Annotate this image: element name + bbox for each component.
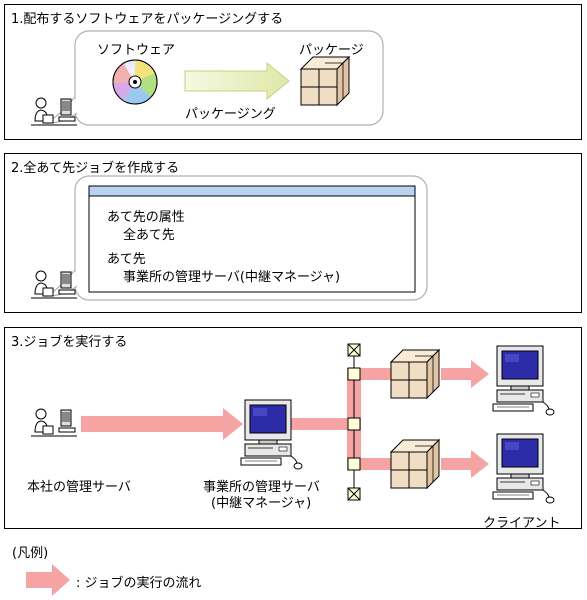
package-box-icon [300, 56, 350, 106]
client-label: クライアント [483, 516, 561, 531]
attr-value: 全あて先 [123, 228, 175, 243]
job-illustration [30, 175, 428, 301]
panel-execute-job: 3.ジョブを実行する 本社の管理サーバ 事業所の管理サーバ (中継マネージャ) … [4, 327, 582, 531]
hq-server-icon [30, 408, 78, 437]
flow-arrow-client-top [441, 360, 489, 388]
panel-title: 1.配布するソフトウェアをパッケージングする [11, 12, 284, 27]
packaging-label: パッケージング [185, 107, 276, 122]
dest-value: 事業所の管理サーバ(中継マネージャ) [123, 270, 341, 285]
junction-top [347, 367, 361, 381]
panel-packaging: 1.配布するソフトウェアをパッケージングする ソフトウェア パッケージ パッケー… [4, 4, 582, 140]
attr-label: あて先の属性 [107, 210, 185, 225]
hq-label: 本社の管理サーバ [27, 480, 131, 495]
junction-bottom [347, 457, 361, 471]
package-top-icon [390, 349, 440, 399]
flow-line-branch [291, 418, 353, 430]
branch-server-icon [240, 399, 303, 470]
junction-bottom-end [347, 487, 361, 501]
branch-label-line1: 事業所の管理サーバ [203, 480, 320, 495]
flow-arrow-client-bottom [441, 450, 489, 478]
junction-middle [347, 417, 361, 431]
window-title-bar [88, 185, 416, 197]
panel-title: 2.全あて先ジョブを作成する [11, 161, 180, 176]
client-bottom-icon [492, 433, 555, 504]
flow-branch-top [353, 368, 397, 380]
software-label: ソフトウェア [97, 43, 176, 58]
packaging-arrow [184, 61, 290, 101]
package-bottom-icon [390, 439, 440, 489]
panel-create-job: 2.全あて先ジョブを作成する あて先の属性 全あて先 あて先 事業所の管理サーバ… [4, 153, 582, 313]
dest-label: あて先 [107, 252, 146, 267]
legend-arrow-desc: : ジョブの実行の流れ [76, 576, 202, 591]
package-label: パッケージ [299, 43, 364, 58]
job-window [88, 185, 416, 293]
cd-icon [112, 59, 158, 105]
branch-label-line2: (中継マネージャ) [211, 496, 312, 511]
flow-paths [81, 360, 489, 478]
packaging-illustration [30, 30, 384, 126]
junction-top-end [347, 343, 361, 357]
panel-title: 3.ジョブを実行する [11, 335, 128, 350]
flow-branch-bottom [353, 458, 397, 470]
execution-illustration [30, 343, 555, 504]
client-top-icon [492, 345, 555, 416]
legend-title: (凡例) [12, 546, 49, 561]
flow-arrow-hq [81, 408, 243, 440]
